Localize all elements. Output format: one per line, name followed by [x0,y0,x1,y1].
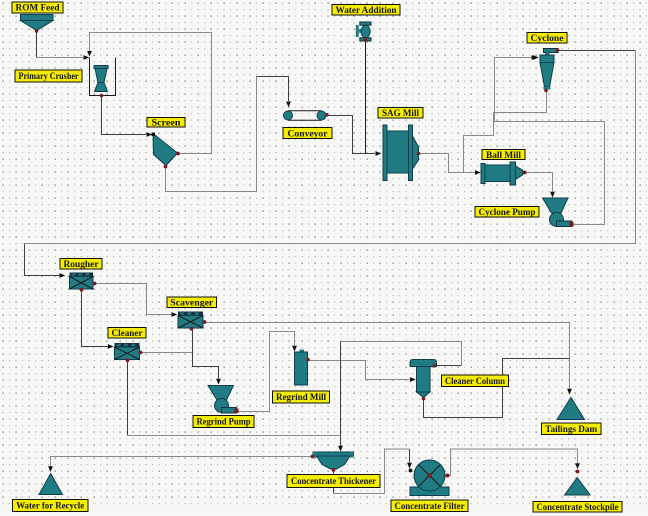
svg-text:Water Addition: Water Addition [336,5,397,15]
svg-text:Regrind Mill: Regrind Mill [276,392,326,402]
svg-text:Screen: Screen [152,117,181,127]
svg-text:Ball Mill: Ball Mill [486,150,522,160]
svg-text:SAG Mill: SAG Mill [382,108,419,118]
svg-text:Concentrate Thickener: Concentrate Thickener [291,476,376,486]
svg-text:Conveyor: Conveyor [288,128,328,138]
svg-text:Concentrate Filter: Concentrate Filter [395,501,465,511]
svg-text:Regrind Pump: Regrind Pump [197,417,251,427]
svg-text:ROM Feed: ROM Feed [16,3,60,13]
svg-text:Cleaner Column: Cleaner Column [445,376,505,386]
svg-text:Concentrate Stockpile: Concentrate Stockpile [537,502,619,512]
svg-text:Cyclone: Cyclone [531,33,564,43]
svg-text:Primary Crusher: Primary Crusher [19,71,79,81]
svg-text:Water for Recycle: Water for Recycle [16,501,84,511]
svg-text:Scavenger: Scavenger [170,298,213,308]
svg-text:Rougher: Rougher [64,259,99,269]
svg-text:Cleaner: Cleaner [112,328,143,338]
svg-text:Cyclone Pump: Cyclone Pump [479,207,536,217]
svg-text:Tailings Dam: Tailings Dam [545,424,598,434]
